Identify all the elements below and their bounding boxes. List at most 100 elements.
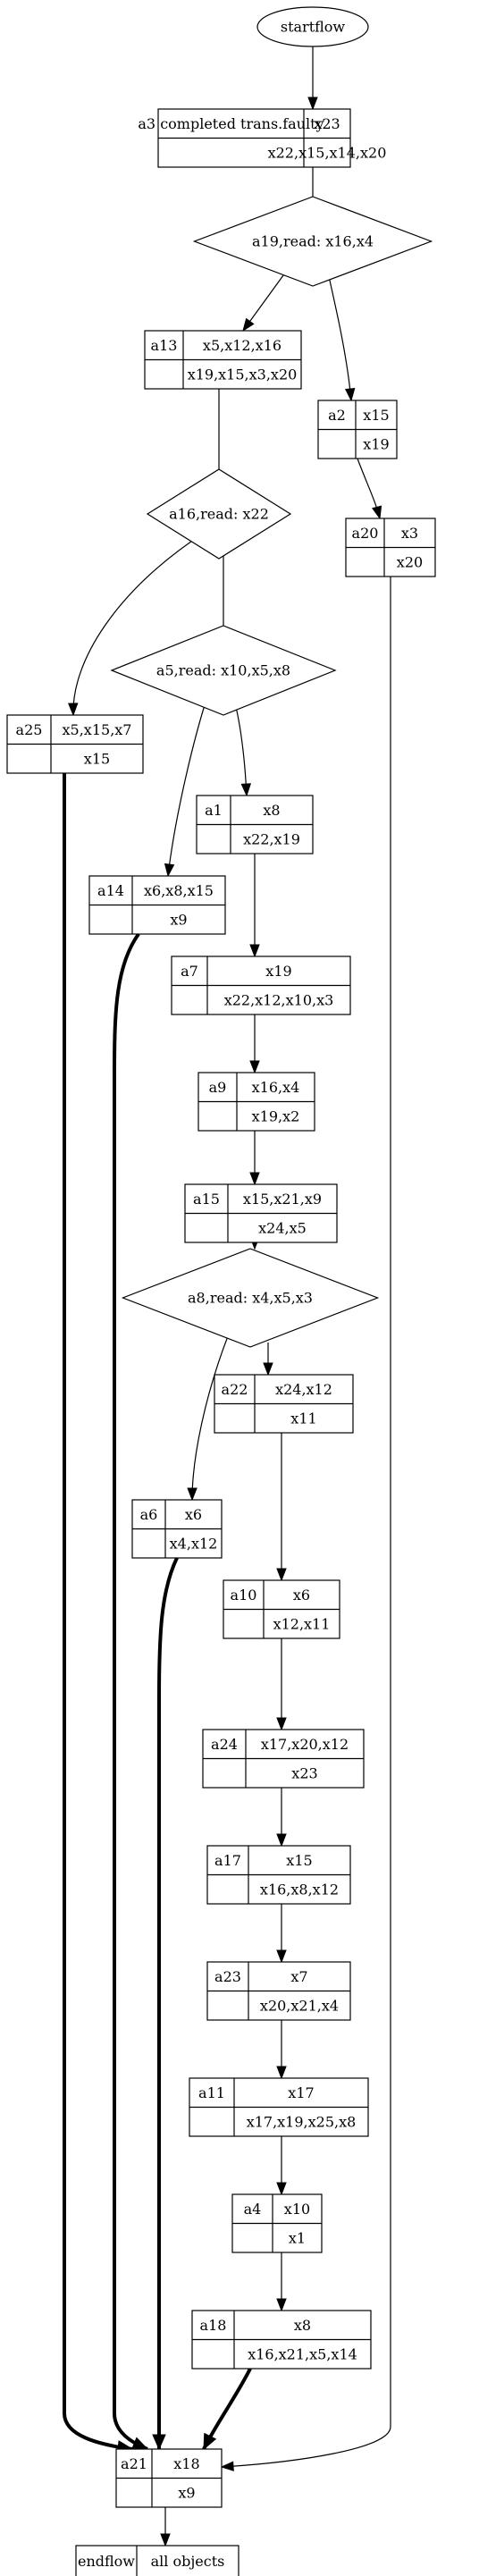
- arrowhead-icon: [249, 1172, 260, 1186]
- record-top-value: x15: [286, 1852, 312, 1869]
- record-bottom-value: x24,x5: [258, 1219, 307, 1236]
- arrowhead-icon: [249, 1060, 260, 1074]
- diamond-shape: [121, 1248, 380, 1348]
- record-top-value: x6: [293, 1587, 310, 1604]
- arrowhead-icon: [249, 944, 260, 958]
- record-top-value: x18: [173, 2455, 199, 2472]
- decision-label: a16,read: x22: [169, 506, 269, 523]
- record-top-value: x5,x12,x16: [203, 337, 282, 354]
- arrowhead-icon: [276, 2066, 287, 2080]
- edge-a10-to-a24: [276, 1638, 287, 1731]
- arrowhead-icon: [276, 2298, 287, 2312]
- edge-a9-to-a15: [249, 1131, 260, 1186]
- decision-a8: a8,read: x4,x5,x3: [121, 1248, 380, 1348]
- node-label: startflow: [281, 19, 346, 36]
- record-name: a11: [198, 2084, 225, 2101]
- edge-line: [167, 687, 211, 877]
- record-bottom-value: x19,x15,x3,x20: [188, 366, 298, 383]
- record-top-value: x10: [284, 2201, 310, 2218]
- edge-a8-to-a22: [263, 1343, 273, 1376]
- record-name: a21: [121, 2455, 147, 2472]
- edge-line: [113, 932, 148, 2451]
- arrowhead-icon: [68, 703, 79, 717]
- record-top-value: x6: [185, 1506, 202, 1523]
- node-a18: a18 x8 x16,x21,x5,x14: [191, 2310, 372, 2370]
- record-top-value: x15,x21,x9: [243, 1191, 322, 1208]
- edge-a5-to-a14: [164, 687, 211, 878]
- node-startflow: startflow: [256, 6, 369, 47]
- edge-a18-to-a21: [202, 2368, 252, 2451]
- record-name: a3 completed trans.faulty: [138, 115, 324, 132]
- record-bottom-value: x9: [170, 911, 187, 928]
- record-box: [75, 2545, 240, 2576]
- record-top-value: x23: [314, 115, 340, 132]
- record-bottom-value: x16,x21,x5,x14: [248, 2345, 357, 2362]
- arrowhead-icon: [240, 783, 252, 797]
- record-top-value: x5,x15,x7: [63, 721, 132, 738]
- arrowhead-icon: [160, 2533, 171, 2547]
- record-bottom-value: x20,x21,x4: [260, 1997, 339, 2014]
- record-bottom-value: x19: [363, 435, 389, 452]
- decision-label: a8,read: x4,x5,x3: [188, 1290, 313, 1307]
- record-bottom-value: x12,x11: [273, 1615, 331, 1632]
- record-bottom-value: x4,x12: [170, 1535, 218, 1552]
- record-top-value: all objects: [151, 2553, 225, 2570]
- record-name: a18: [200, 2317, 227, 2334]
- record-top-value: x8: [294, 2317, 311, 2334]
- edge-line: [221, 577, 391, 2468]
- record-bottom-value: x22,x12,x10,x3: [224, 991, 334, 1008]
- arrowhead-icon: [203, 2432, 217, 2451]
- record-name: a22: [222, 1381, 248, 1398]
- edge-a8-to-a6: [187, 1335, 229, 1502]
- node-a4: a4 x10 x1: [231, 2193, 323, 2253]
- record-name: a15: [193, 1191, 220, 1208]
- record-top-value: x24,x12: [275, 1381, 332, 1398]
- record-name: a2: [328, 407, 346, 424]
- edge-a22-to-a10: [276, 1433, 287, 1582]
- record-name: a25: [16, 721, 43, 738]
- edge-a1-to-a7: [249, 854, 260, 958]
- edge-line: [191, 1335, 229, 1501]
- edge-a25-to-a21: [63, 773, 134, 2454]
- record-bottom-value: x16,x8,x12: [260, 1881, 339, 1898]
- edge-a4-to-a18: [276, 2252, 287, 2312]
- arrowhead-icon: [152, 2434, 166, 2451]
- record-top-value: x16,x4: [252, 1079, 300, 1096]
- arrowhead-icon: [276, 1833, 287, 1848]
- record-bottom-value: x20: [397, 553, 423, 570]
- edge-a14-to-a21: [113, 932, 149, 2451]
- record-name: a24: [211, 1736, 238, 1753]
- record-top-value: x7: [290, 1968, 307, 1985]
- record-top-value: x6,x8,x15: [144, 882, 214, 899]
- record-top-value: x17,x20,x12: [261, 1736, 349, 1753]
- record-name: a23: [214, 1968, 241, 1985]
- diamond-shape: [146, 468, 292, 560]
- node-a25: a25 x5,x15,x7 x15: [6, 714, 144, 774]
- record-name: a17: [214, 1852, 241, 1869]
- edge-startflow-to-a3: [307, 46, 318, 111]
- edge-a23-to-a11: [276, 2020, 287, 2080]
- arrowhead-icon: [242, 317, 255, 333]
- decision-label: a19,read: x16,x4: [252, 233, 374, 250]
- arrowhead-icon: [276, 2182, 287, 2196]
- record-bottom-value: x15: [84, 750, 110, 767]
- record-name: a9: [209, 1079, 227, 1096]
- record-bottom-value: x22,x15,x14,x20: [268, 144, 387, 161]
- node-a14: a14 x6,x8,x15 x9: [88, 875, 226, 935]
- record-bottom-value: x19,x2: [252, 1107, 300, 1124]
- edge-line: [72, 531, 206, 716]
- record-name: a14: [97, 882, 124, 899]
- record-name: a4: [244, 2201, 262, 2218]
- record-bottom-value: x1: [289, 2229, 306, 2246]
- node-a9: a9 x16,x4 x19,x2: [197, 1072, 315, 1132]
- node-a23: a23 x7 x20,x21,x4: [206, 1961, 351, 2021]
- edge-line: [63, 773, 133, 2451]
